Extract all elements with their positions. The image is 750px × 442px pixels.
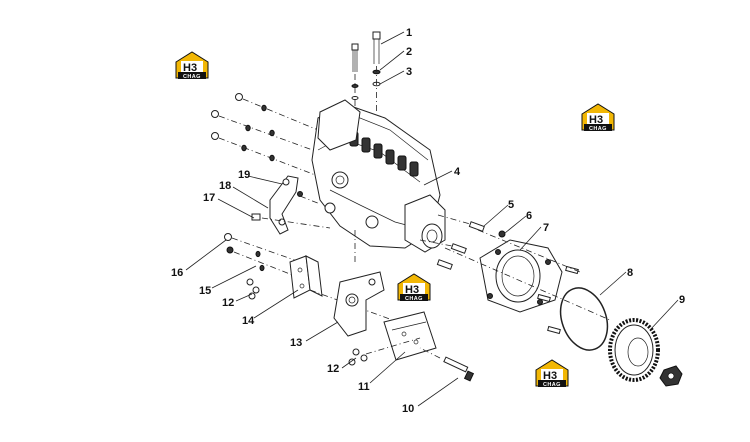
callout-2: 2 — [406, 46, 412, 58]
callout-13: 13 — [290, 337, 302, 349]
support-bracket-13 — [333, 271, 385, 337]
callout-14: 14 — [242, 315, 255, 327]
callout-18: 18 — [219, 180, 231, 192]
top-bolts — [351, 31, 381, 120]
callout-5: 5 — [508, 199, 514, 211]
flange-studs — [419, 214, 506, 270]
watermark-logo: H3 CHAG — [175, 51, 209, 80]
callout-17: 17 — [203, 192, 215, 204]
support-bracket-11 — [348, 311, 475, 382]
watermark-mark: H3 — [543, 370, 557, 382]
callout-labels: 1 2 3 4 5 6 7 8 9 10 11 12 12 13 14 15 1… — [171, 27, 685, 415]
left-mounting-bolts — [211, 93, 319, 177]
adapter-plate — [444, 229, 611, 335]
callout-19: 19 — [238, 169, 250, 181]
drive-gear — [608, 318, 683, 387]
callout-7: 7 — [543, 222, 549, 234]
watermark-logo: H3 CHAG — [581, 103, 615, 132]
watermark-brand: CHAG — [589, 126, 607, 132]
o-ring — [559, 287, 609, 351]
callout-15: 15 — [199, 285, 211, 297]
callout-8: 8 — [627, 267, 633, 279]
watermark-mark: H3 — [405, 284, 419, 296]
callout-12a: 12 — [327, 363, 339, 375]
leader-lines — [185, 31, 679, 407]
callout-3: 3 — [406, 66, 412, 78]
upper-bracket — [251, 175, 331, 235]
watermark-mark: H3 — [183, 62, 197, 74]
callout-1: 1 — [406, 27, 412, 39]
watermark-logo: H3 CHAG — [397, 273, 431, 302]
callout-11: 11 — [358, 381, 370, 393]
injection-pump — [311, 99, 446, 262]
watermark-brand: CHAG — [543, 382, 561, 388]
lower-left-fasteners — [224, 233, 301, 300]
watermark-brand: CHAG — [183, 74, 201, 80]
watermark-logo: H3 CHAG — [535, 359, 569, 388]
callout-16: 16 — [171, 267, 183, 279]
watermark-mark: H3 — [589, 114, 603, 126]
callout-9: 9 — [679, 294, 685, 306]
callout-10: 10 — [402, 403, 414, 415]
callout-12b: 12 — [222, 297, 234, 309]
callout-6: 6 — [526, 210, 532, 222]
plate-bracket-14 — [289, 255, 421, 331]
watermark-brand: CHAG — [405, 296, 423, 302]
callout-4: 4 — [454, 166, 461, 178]
